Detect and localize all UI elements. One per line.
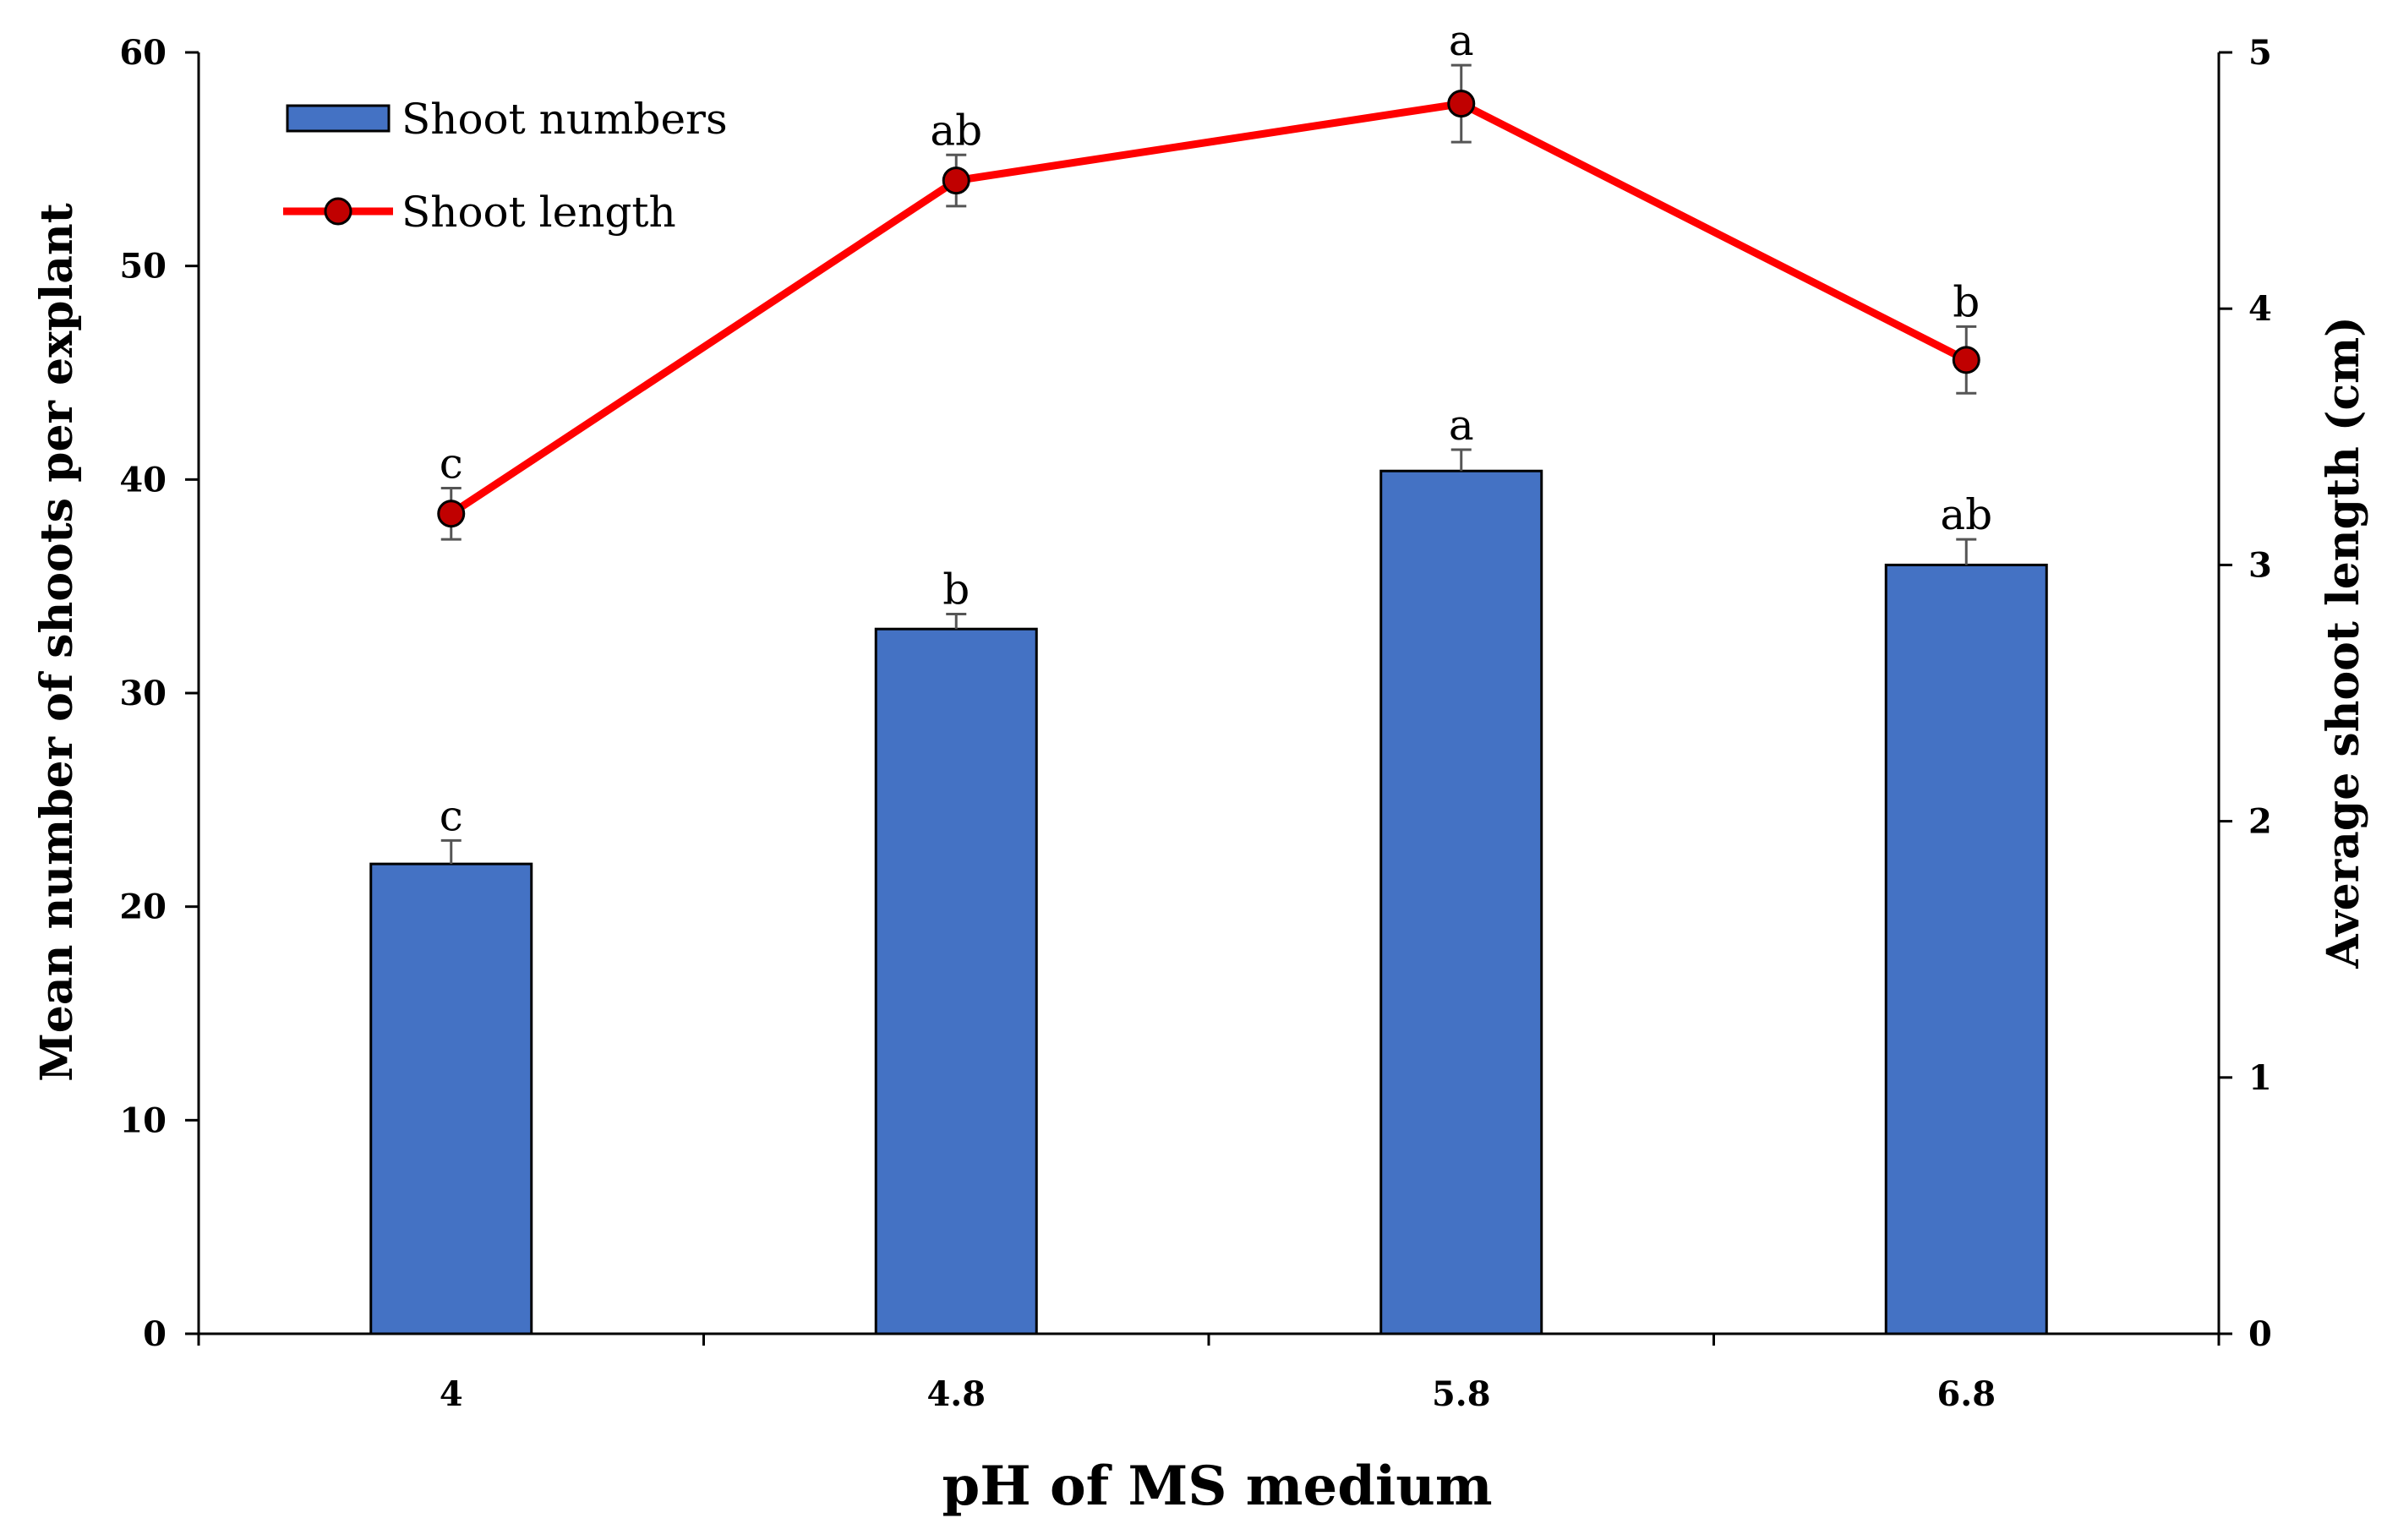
bar-significance-label: ab [1940,490,1992,539]
bar [369,862,533,1335]
y-axis-title: Mean number of shoots per explant [31,203,83,1082]
line-significance-label: b [1953,277,1980,326]
y2-tick-label: 0 [2248,1314,2272,1354]
y-tick-label: 30 [119,674,167,713]
line-marker [1447,90,1476,118]
y-tick-label: 20 [119,887,167,927]
y2-tick-label: 1 [2248,1058,2272,1098]
legend: Shoot numbers Shoot length [283,95,728,237]
y-tick-label: 0 [143,1314,167,1354]
y-tick-label: 40 [119,460,167,500]
bar-significance-label: a [1449,401,1474,450]
line-significance-label: a [1449,16,1474,65]
y2-tick-label: 2 [2248,802,2272,842]
line-marker [1952,346,1980,374]
legend-marker-shoot-length [324,197,352,226]
line-marker [942,167,970,195]
bar [1379,469,1543,1335]
x-tick-label: 4.8 [926,1374,986,1414]
x-tick-label: 6.8 [1936,1374,1996,1414]
legend-label-shoot-length: Shoot length [401,188,676,237]
line-marker [437,500,466,528]
bar [1884,563,2048,1335]
y2-tick-label: 3 [2248,545,2272,585]
legend-label-shoot-numbers: Shoot numbers [401,95,728,144]
y-tick-label: 60 [119,33,167,73]
y-tick-label: 10 [119,1100,167,1140]
bar-series: c b a ab [369,401,2048,1335]
y2-tick-label: 4 [2248,289,2272,329]
line-significance-label: ab [930,106,982,155]
x-axis-title: pH of MS medium [942,1455,1492,1518]
line-significance-label: c [440,439,463,488]
bar [874,627,1038,1335]
legend-swatch-shoot-numbers [286,104,391,133]
y2-tick-label: 5 [2248,33,2272,73]
line-path [449,100,1969,517]
bar-significance-label: b [942,565,970,614]
y2-axis-title: Average shoot length (cm) [2318,316,2369,969]
x-tick-label: 5.8 [1432,1374,1491,1414]
y-tick-label: 50 [119,247,167,287]
bar-significance-label: c [440,791,463,840]
chart-axes: 0 10 20 30 40 50 60 0 1 2 3 4 5 4 4.8 5.8 6.8 [119,33,2272,1414]
x-tick-label: 4 [440,1374,463,1414]
